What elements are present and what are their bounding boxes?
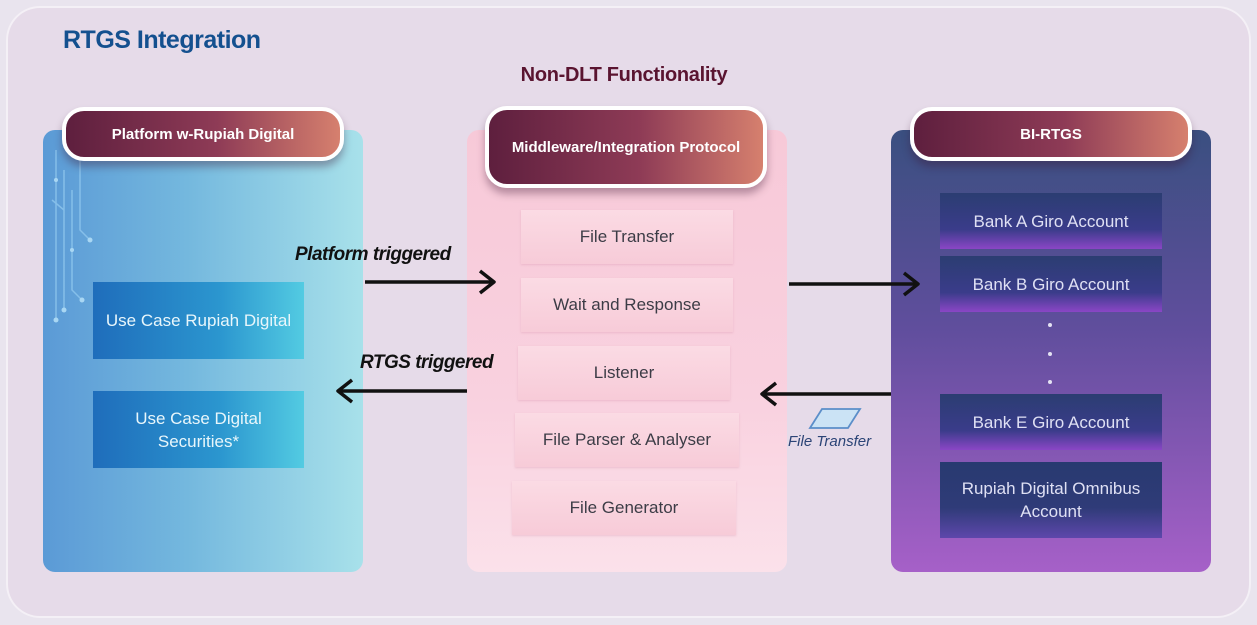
bank-e-giro-account: Bank E Giro Account [940, 394, 1162, 450]
ellipsis-dot [1048, 323, 1052, 327]
middleware-item-listener: Listener [518, 346, 730, 400]
file-transfer-icon [808, 408, 862, 429]
section-subtitle: Non-DLT Functionality [520, 64, 728, 86]
rupiah-digital-omnibus-account: Rupiah Digital Omnibus Account [940, 462, 1162, 538]
page-title: RTGS Integration [63, 26, 261, 54]
middleware-item-wait-response: Wait and Response [521, 278, 733, 332]
bank-a-giro-account: Bank A Giro Account [940, 193, 1162, 249]
ellipsis-dot [1048, 380, 1052, 384]
bank-b-giro-account: Bank B Giro Account [940, 256, 1162, 312]
middleware-heading: Middleware/Integration Protocol [485, 106, 767, 188]
platform-heading: Platform w-Rupiah Digital [62, 107, 344, 161]
ellipsis-dot [1048, 352, 1052, 356]
middleware-item-file-parser: File Parser & Analyser [515, 413, 739, 467]
middleware-item-file-generator: File Generator [512, 481, 736, 535]
circuit-decoration-icon [51, 150, 93, 323]
use-case-rupiah-digital: Use Case Rupiah Digital [93, 282, 304, 359]
file-transfer-label: File Transfer [788, 433, 872, 450]
use-case-digital-securities: Use Case Digital Securities* [93, 391, 304, 468]
platform-triggered-label: Platform triggered [295, 244, 451, 265]
middleware-item-file-transfer: File Transfer [521, 210, 733, 264]
rtgs-triggered-label: RTGS triggered [360, 352, 494, 373]
bi-rtgs-heading: BI-RTGS [910, 107, 1192, 161]
